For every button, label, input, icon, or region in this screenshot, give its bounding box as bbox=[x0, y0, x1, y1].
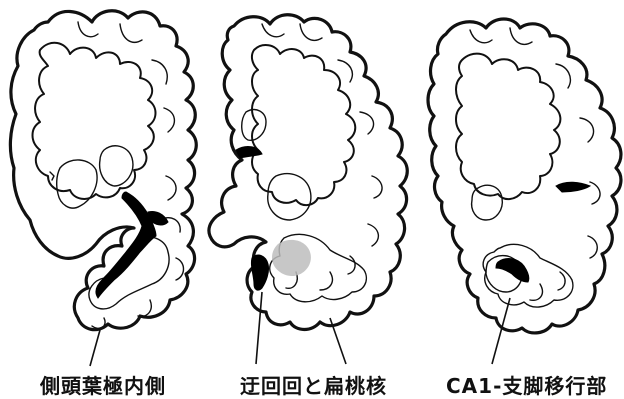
middle-pointer-left bbox=[256, 292, 262, 364]
left-ventricle bbox=[57, 160, 97, 208]
middle-gyrus-folds bbox=[262, 24, 382, 246]
right-section-outline bbox=[428, 19, 621, 333]
left-cortex-inner bbox=[33, 43, 156, 199]
left-pointer-line bbox=[90, 330, 100, 366]
caption-temporal-pole: 側頭葉極内側 bbox=[40, 370, 166, 399]
left-basal-structure bbox=[100, 146, 133, 186]
left-gyrus-fold-1 bbox=[78, 22, 176, 200]
right-fissure-mark bbox=[556, 182, 590, 192]
middle-amygdala-stipple bbox=[272, 240, 311, 276]
middle-cortex-inner bbox=[252, 45, 355, 205]
middle-upper-fissure bbox=[236, 147, 262, 158]
middle-lesion bbox=[251, 255, 268, 290]
caption-ca1-subiculum: CA1-支脚移行部 bbox=[446, 370, 607, 399]
section-temporal-pole bbox=[10, 11, 196, 366]
left-small-mark bbox=[50, 172, 54, 180]
right-temporal-folds bbox=[530, 272, 565, 300]
section-uncus-amygdala bbox=[209, 15, 407, 364]
right-cortex-inner bbox=[456, 54, 560, 199]
section-ca1-subiculum bbox=[428, 19, 621, 364]
right-lesion bbox=[496, 259, 529, 282]
caption-uncus-amygdala: 迂回回と扁桃核 bbox=[240, 370, 387, 399]
left-lesion bbox=[96, 192, 156, 298]
middle-section-outline bbox=[209, 15, 407, 330]
middle-ventricle bbox=[242, 110, 266, 141]
